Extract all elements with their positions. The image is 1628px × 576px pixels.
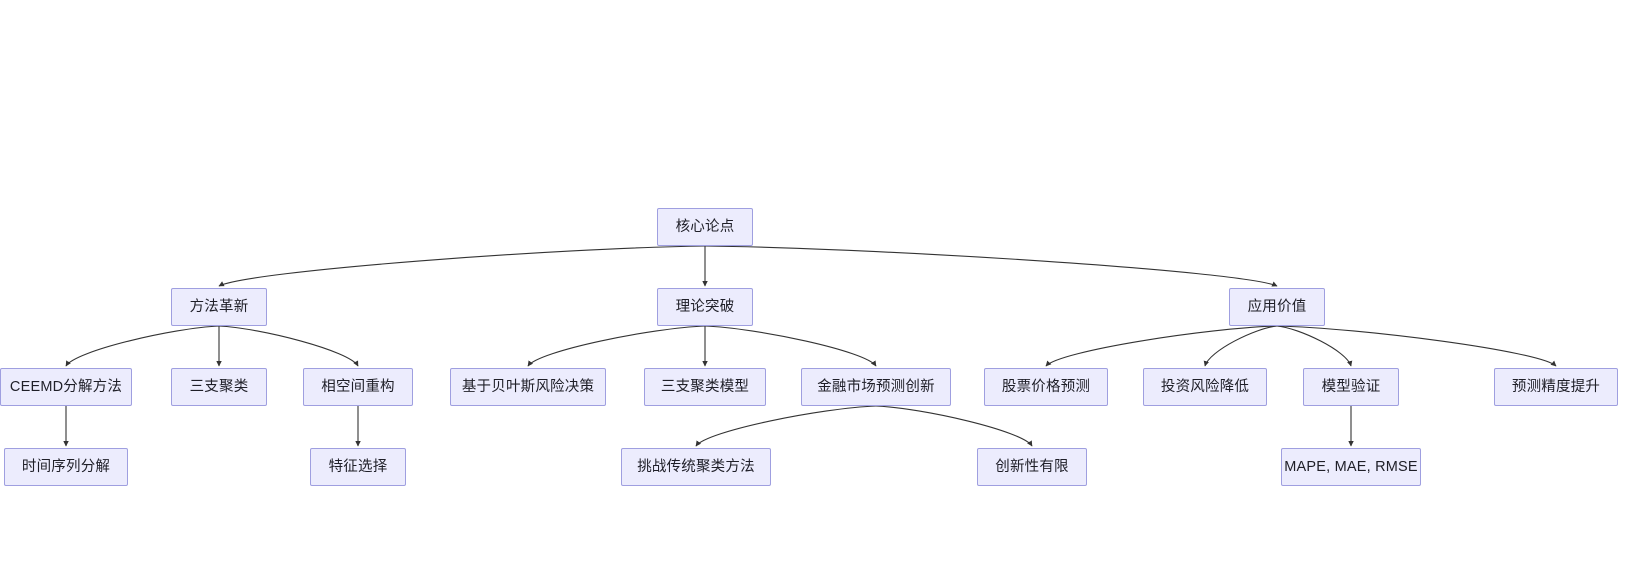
node-l2c[interactable]: 应用价值 bbox=[1229, 288, 1325, 326]
node-l3a3[interactable]: 相空间重构 bbox=[303, 368, 413, 406]
node-label: 相空间重构 bbox=[321, 378, 395, 395]
node-l3a2[interactable]: 三支聚类 bbox=[171, 368, 267, 406]
edge-root-to-l2a bbox=[218, 245, 706, 287]
edge-l3b3-to-l4b2 bbox=[875, 405, 1033, 447]
node-label: CEEMD分解方法 bbox=[9, 378, 123, 395]
node-l4a1[interactable]: 时间序列分解 bbox=[4, 448, 128, 486]
node-l3c1[interactable]: 股票价格预测 bbox=[984, 368, 1108, 406]
node-label: 创新性有限 bbox=[995, 458, 1069, 475]
node-l3b1[interactable]: 基于贝叶斯风险决策 bbox=[450, 368, 606, 406]
edge-l2c-to-l3c1 bbox=[1045, 325, 1278, 367]
node-label: 模型验证 bbox=[1321, 378, 1381, 395]
edge-l3b3-to-l4b1 bbox=[695, 405, 877, 447]
node-label: MAPE, MAE, RMSE bbox=[1284, 458, 1418, 475]
edge-l2c-to-l3c3 bbox=[1276, 325, 1353, 367]
node-label: 核心论点 bbox=[675, 218, 735, 235]
edge-l2b-to-l3b1 bbox=[527, 325, 706, 367]
node-l2b[interactable]: 理论突破 bbox=[657, 288, 753, 326]
edge-l2a-to-l3a1 bbox=[65, 325, 220, 367]
node-l4b2[interactable]: 创新性有限 bbox=[977, 448, 1087, 486]
edge-l2b-to-l3b3 bbox=[704, 325, 877, 367]
node-label: 股票价格预测 bbox=[1001, 378, 1091, 395]
node-root[interactable]: 核心论点 bbox=[657, 208, 753, 246]
node-l4b1[interactable]: 挑战传统聚类方法 bbox=[621, 448, 771, 486]
node-label: 理论突破 bbox=[675, 298, 735, 315]
edge-l2c-to-l3c2 bbox=[1203, 325, 1278, 367]
edge-l2a-to-l3a3 bbox=[218, 325, 359, 367]
node-label: 三支聚类 bbox=[189, 378, 249, 395]
node-l3c2[interactable]: 投资风险降低 bbox=[1143, 368, 1267, 406]
node-label: 投资风险降低 bbox=[1160, 378, 1250, 395]
node-label: 挑战传统聚类方法 bbox=[637, 458, 755, 475]
edge-l2c-to-l3c4 bbox=[1276, 325, 1557, 367]
node-label: 预测精度提升 bbox=[1511, 378, 1601, 395]
node-l3c4[interactable]: 预测精度提升 bbox=[1494, 368, 1618, 406]
node-l3a1[interactable]: CEEMD分解方法 bbox=[0, 368, 132, 406]
node-label: 三支聚类模型 bbox=[660, 378, 750, 395]
node-label: 特征选择 bbox=[328, 458, 388, 475]
edge-root-to-l2c bbox=[704, 245, 1278, 287]
node-l2a[interactable]: 方法革新 bbox=[171, 288, 267, 326]
node-label: 时间序列分解 bbox=[21, 458, 111, 475]
node-label: 基于贝叶斯风险决策 bbox=[461, 378, 595, 395]
node-l3b3[interactable]: 金融市场预测创新 bbox=[801, 368, 951, 406]
node-label: 金融市场预测创新 bbox=[817, 378, 935, 395]
node-l4c1[interactable]: MAPE, MAE, RMSE bbox=[1281, 448, 1421, 486]
node-label: 方法革新 bbox=[189, 298, 249, 315]
node-label: 应用价值 bbox=[1247, 298, 1307, 315]
node-l4a2[interactable]: 特征选择 bbox=[310, 448, 406, 486]
node-l3b2[interactable]: 三支聚类模型 bbox=[644, 368, 766, 406]
node-l3c3[interactable]: 模型验证 bbox=[1303, 368, 1399, 406]
